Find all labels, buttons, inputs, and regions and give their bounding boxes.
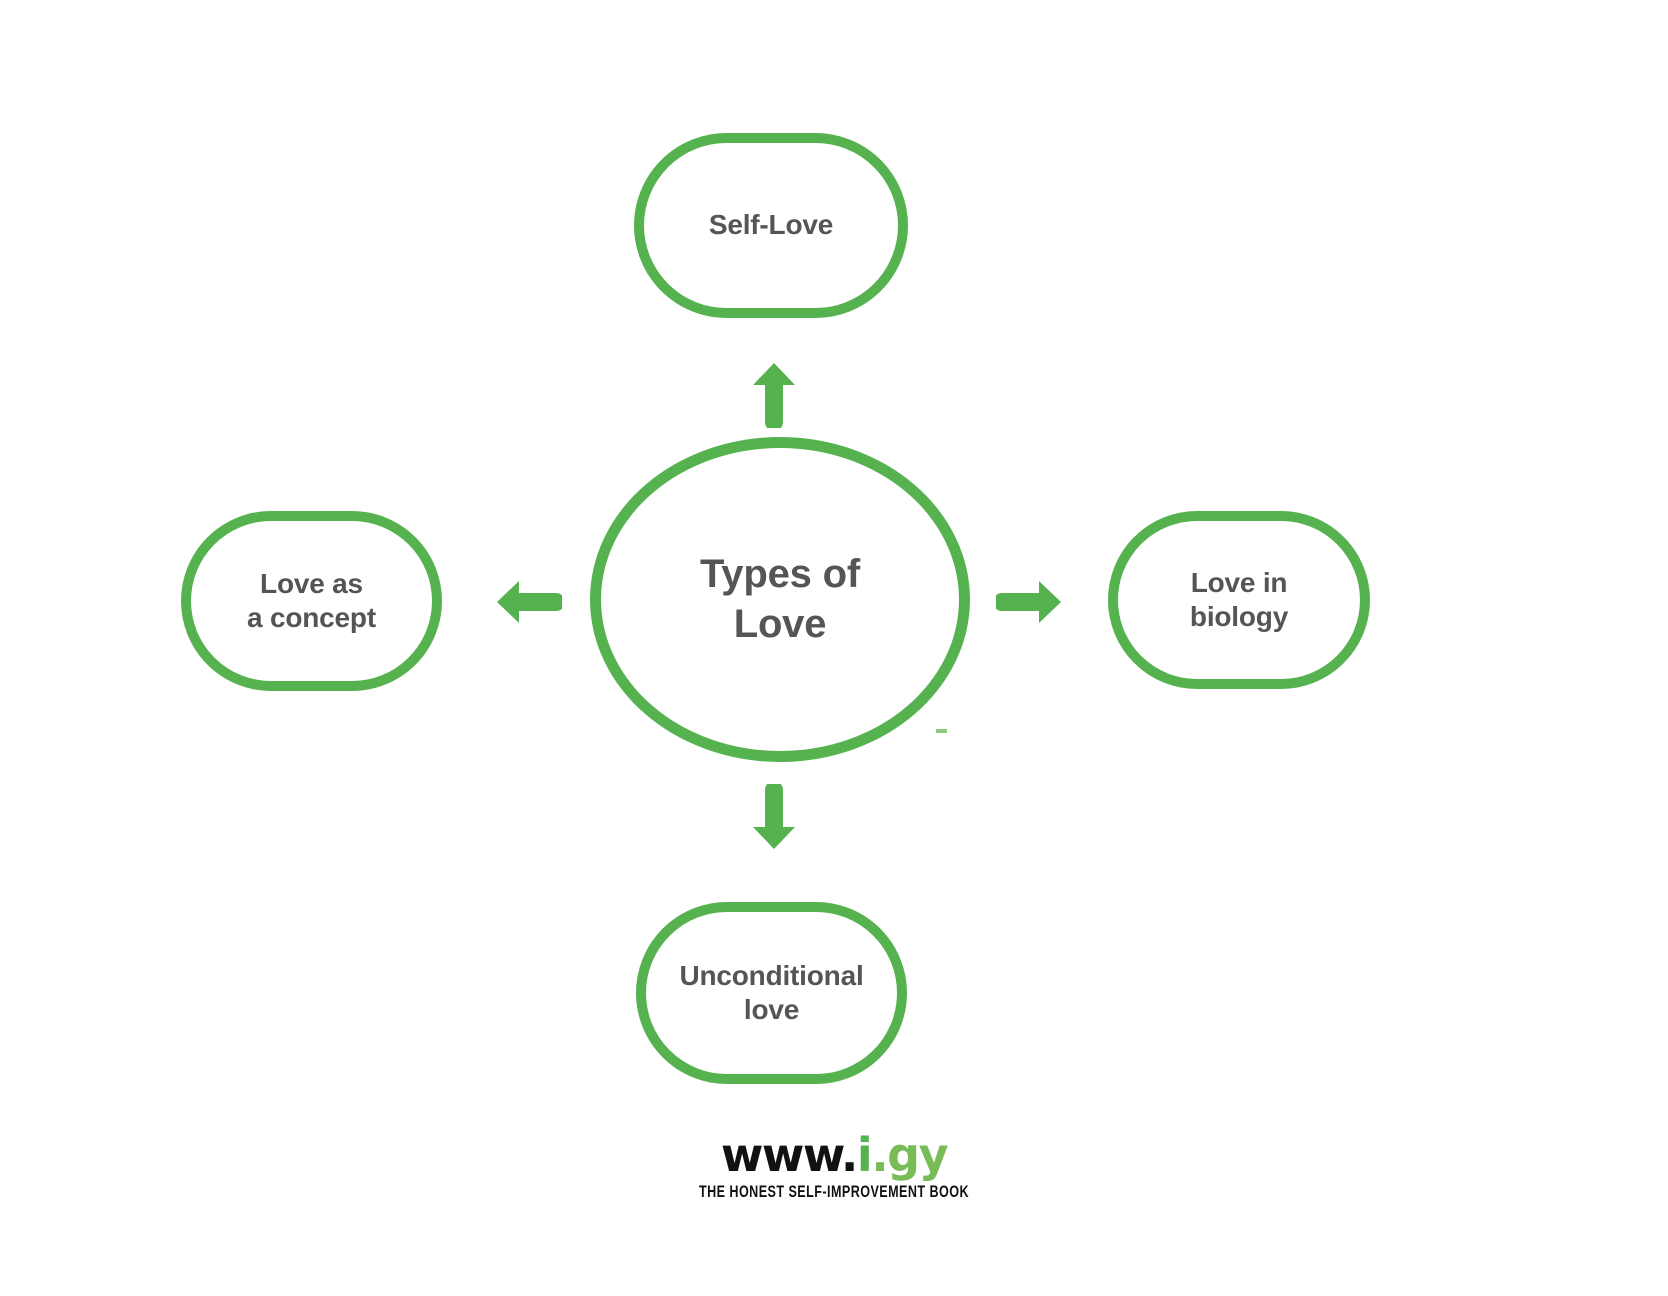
brand-url: www.i.gy	[0, 1132, 1668, 1178]
node-types-of-love-label: Types of Love	[700, 551, 860, 646]
brand-tagline: THE HONEST SELF-IMPROVEMENT BOOK	[698, 1182, 970, 1201]
node-love-as-a-concept-label: Love as a concept	[247, 567, 376, 633]
arrow-up-icon	[753, 363, 795, 428]
footer-branding: www.i.gy THE HONEST SELF-IMPROVEMENT BOO…	[0, 1132, 1668, 1202]
arrow-down-icon	[753, 784, 795, 849]
brand-url-www: www.	[720, 1128, 859, 1182]
node-self-love-label: Self-Love	[708, 209, 834, 241]
arrow-left-icon	[497, 581, 562, 623]
brand-url-gy: .gy	[871, 1128, 948, 1182]
node-unconditional-love[interactable]: Unconditional love	[636, 902, 907, 1084]
stray-mark	[936, 729, 947, 733]
node-love-in-biology-label: Love in biology	[1189, 566, 1289, 632]
node-unconditional-love-label: Unconditional love	[679, 959, 864, 1025]
node-types-of-love-hub[interactable]: Types of Love	[590, 437, 970, 762]
node-love-in-biology[interactable]: Love in biology	[1108, 511, 1370, 689]
node-love-as-a-concept[interactable]: Love as a concept	[181, 511, 442, 691]
arrow-right-icon	[996, 581, 1061, 623]
brand-url-i: i	[856, 1128, 873, 1182]
node-self-love[interactable]: Self-Love	[634, 133, 908, 318]
